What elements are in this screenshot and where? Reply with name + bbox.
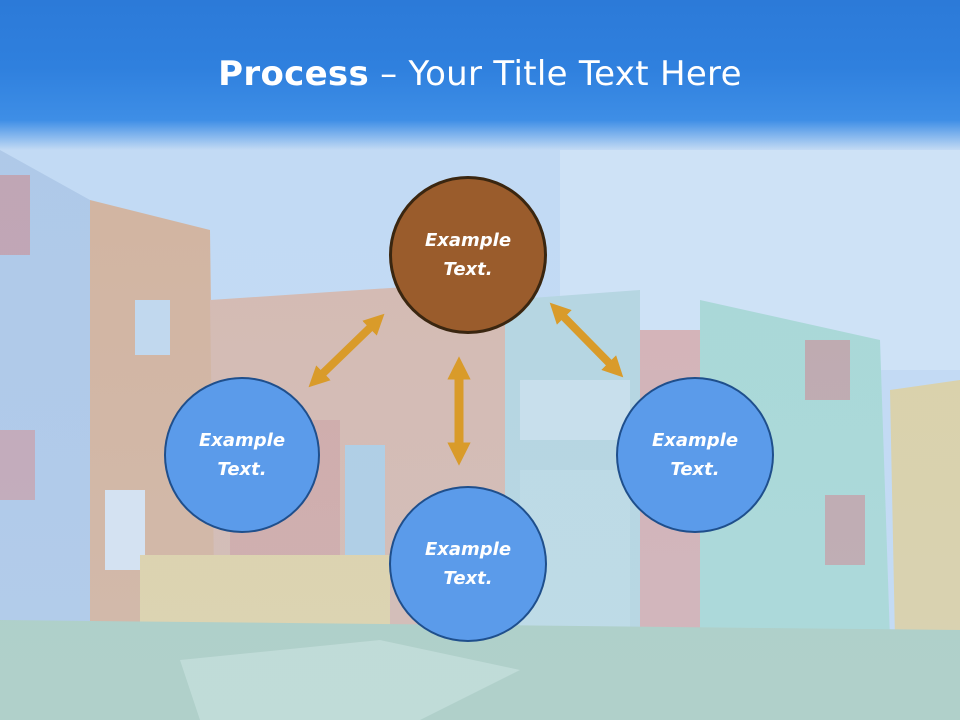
slide-title: Process – Your Title Text Here <box>0 52 960 96</box>
process-step-top-label: Example Text. <box>424 230 512 280</box>
process-step-left[interactable]: Example Text. <box>164 377 320 533</box>
title-banner <box>0 0 960 150</box>
process-step-bottom-label: Example Text. <box>424 539 512 589</box>
process-step-left-label: Example Text. <box>198 430 286 480</box>
title-rest: – Your Title Text Here <box>380 54 742 94</box>
process-step-right-label: Example Text. <box>651 430 739 480</box>
process-step-bottom[interactable]: Example Text. <box>389 486 547 642</box>
process-step-right[interactable]: Example Text. <box>616 377 774 533</box>
process-step-top[interactable]: Example Text. <box>389 176 547 334</box>
title-bold: Process <box>218 54 370 94</box>
